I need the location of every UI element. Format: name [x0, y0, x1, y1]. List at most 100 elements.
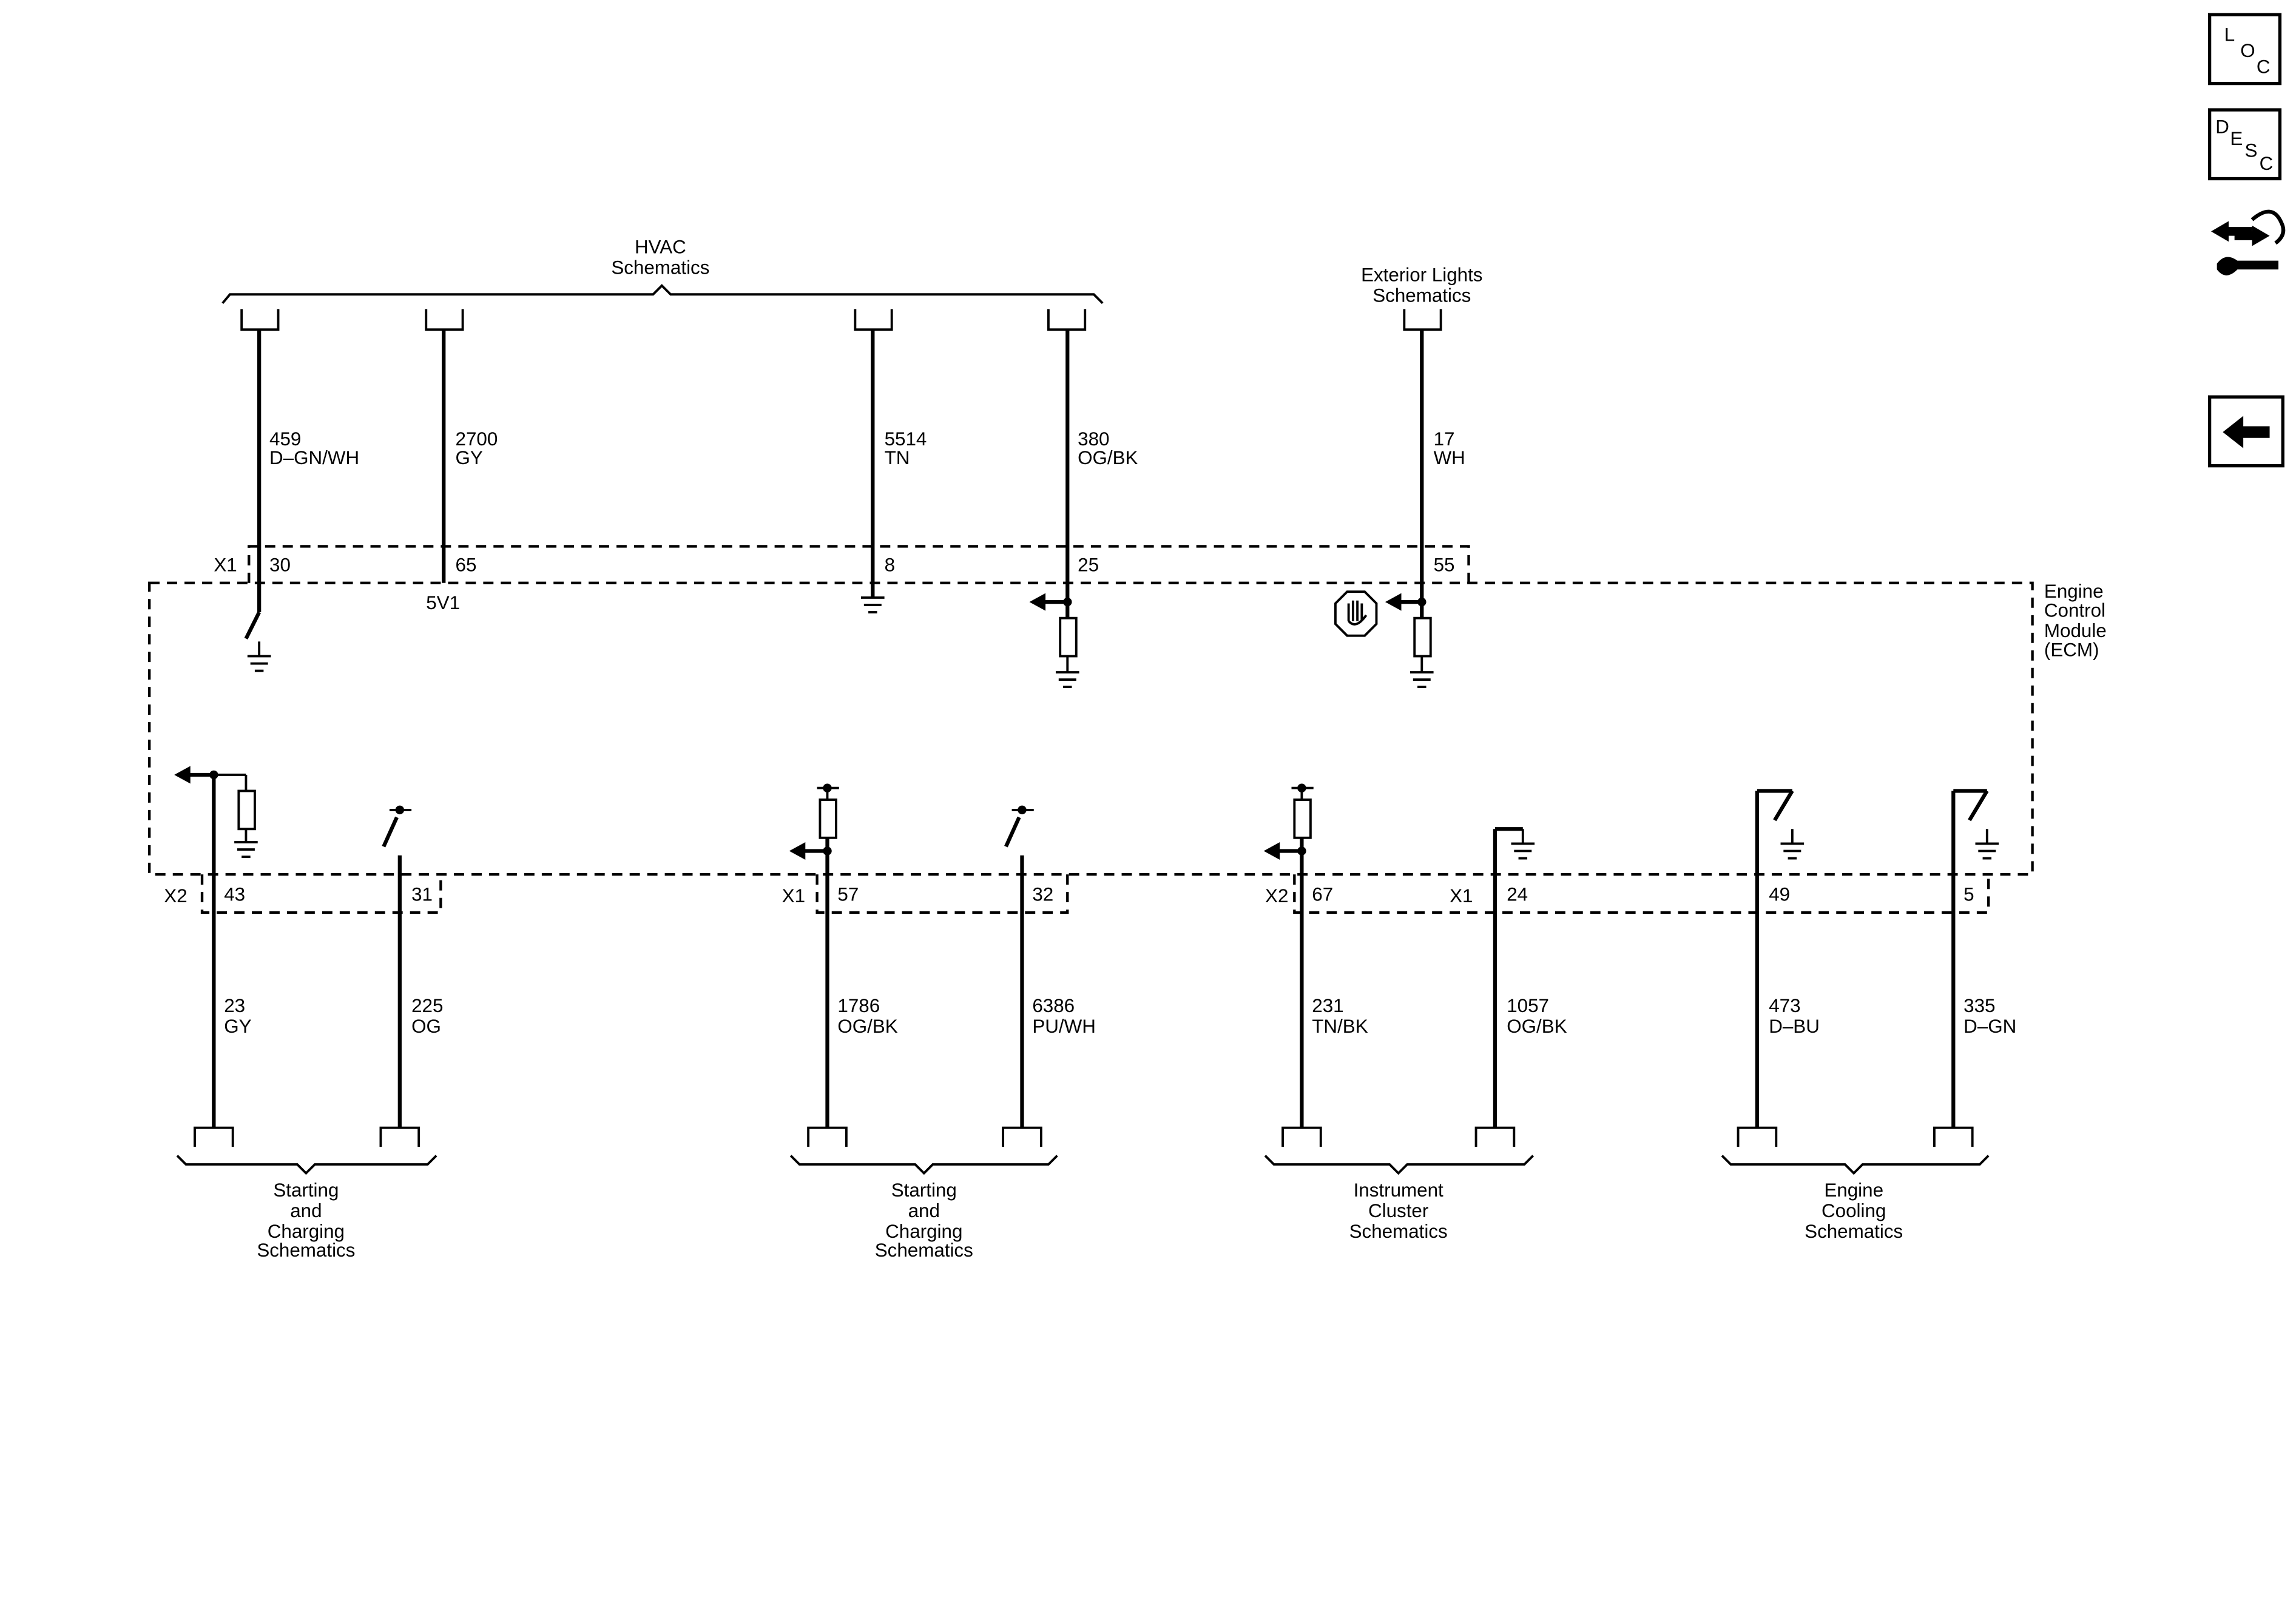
- bottom-wire-57-pin: 57: [837, 884, 859, 905]
- top-connector-x1-label: X1: [214, 554, 237, 575]
- ecm-label-1: Engine: [2044, 581, 2104, 602]
- top-wire-65-color: GY: [456, 447, 483, 468]
- top-wire-25-color: OG/BK: [1078, 447, 1138, 468]
- bottom-connector-x1-label-1: X1: [782, 885, 805, 906]
- esd-stop-hand-icon: [1334, 590, 1378, 637]
- bottom-wire-49-pin: 49: [1769, 884, 1790, 905]
- hvac-group-label-2: Schematics: [611, 257, 709, 278]
- bottom-brace-2: [789, 1155, 1058, 1175]
- ecm-label-3: Module: [2044, 620, 2107, 641]
- bottom-connector-strip-1: [200, 874, 442, 914]
- top-wire-55-color: WH: [1434, 447, 1465, 468]
- desc-label-e: E: [2230, 128, 2243, 149]
- loc-label-c: C: [2257, 56, 2271, 78]
- hvac-brace: [221, 283, 1104, 305]
- top-wire-30-circuit: 459: [269, 428, 301, 450]
- bottom-wire-57-circuit: 1786: [837, 995, 880, 1016]
- bottom-brace-4: [1721, 1155, 1990, 1175]
- exterior-group-label-2: Schematics: [1373, 285, 1471, 306]
- top-wire-8: 5514 TN 8: [854, 309, 927, 613]
- bottom-wire-31-pin: 31: [411, 884, 433, 905]
- top-wire-65: 2700 GY 65 5V1: [425, 309, 498, 613]
- bottom-wire-5-pin: 5: [1963, 884, 1974, 905]
- bottom-connector-x2-label-2: X2: [1265, 885, 1288, 906]
- bottom-wire-67: 67 231 TN/BK: [1263, 783, 1368, 1147]
- bottom-wire-43: 43 23 GY: [174, 766, 258, 1147]
- bottom-wire-43-pin: 43: [224, 884, 245, 905]
- top-wire-25-circuit: 380: [1078, 428, 1109, 450]
- top-wire-30-color: D–GN/WH: [269, 447, 359, 468]
- bottom-connector-strip-2: [815, 874, 1069, 914]
- bottom-wire-5-circuit: 335: [1963, 995, 1995, 1016]
- bottom-wire-32-color: PU/WH: [1032, 1016, 1096, 1037]
- bottom-wire-5-color: D–GN: [1963, 1016, 2016, 1037]
- bottom-wire-31: 31 225 OG: [379, 805, 443, 1147]
- loc-button[interactable]: L O C: [2207, 13, 2282, 86]
- ecm-label-2: Control: [2044, 599, 2105, 621]
- bottom-group-1-line-3: Charging: [268, 1221, 345, 1242]
- back-button[interactable]: [2207, 395, 2284, 468]
- bottom-connector-strip-3: [1293, 874, 1990, 914]
- bottom-wire-67-circuit: 231: [1312, 995, 1343, 1016]
- bottom-wire-49-color: D–BU: [1769, 1016, 1820, 1037]
- bottom-wire-57-color: OG/BK: [837, 1016, 897, 1037]
- top-wire-55: 17 WH 55: [1385, 309, 1465, 689]
- bottom-group-1-line-4: Schematics: [257, 1240, 355, 1261]
- loc-label-o: O: [2240, 40, 2255, 61]
- bottom-brace-3: [1264, 1155, 1535, 1175]
- bottom-group-2-line-2: and: [908, 1200, 940, 1221]
- bottom-group-3-line-3: Schematics: [1349, 1221, 1448, 1242]
- top-wire-8-color: TN: [885, 447, 910, 468]
- bottom-wire-57: 57 1786 OG/BK: [789, 783, 898, 1147]
- top-wire-30: 459 D–GN/WH 30: [240, 309, 359, 672]
- bottom-wire-67-pin: 67: [1312, 884, 1333, 905]
- bottom-wire-32-circuit: 6386: [1032, 995, 1075, 1016]
- desc-label-s: S: [2245, 140, 2258, 161]
- bottom-wire-49-circuit: 473: [1769, 995, 1800, 1016]
- bottom-brace-1: [176, 1155, 437, 1175]
- top-wire-55-circuit: 17: [1434, 428, 1455, 450]
- bottom-group-2-line-3: Charging: [885, 1221, 962, 1242]
- back-arrow-icon: [2223, 416, 2270, 448]
- ecm-label-4: (ECM): [2044, 639, 2099, 660]
- bottom-group-1-line-2: and: [290, 1200, 322, 1221]
- top-wire-8-circuit: 5514: [885, 428, 927, 450]
- top-wire-65-ref: 5V1: [426, 592, 460, 613]
- loc-label-l: L: [2224, 24, 2235, 46]
- bottom-connector-x1-label-2: X1: [1450, 885, 1473, 906]
- bottom-wire-32-pin: 32: [1032, 884, 1053, 905]
- desc-button[interactable]: D E S C: [2207, 108, 2282, 181]
- desc-label-c: C: [2260, 153, 2274, 174]
- bottom-group-2-line-1: Starting: [891, 1180, 957, 1201]
- bottom-wire-24-color: OG/BK: [1507, 1016, 1567, 1037]
- bottom-group-4-line-1: Engine: [1824, 1180, 1883, 1201]
- bottom-wire-24-pin: 24: [1507, 884, 1528, 905]
- connector-tool-icon[interactable]: [2211, 209, 2286, 275]
- bottom-wire-31-circuit: 225: [411, 995, 443, 1016]
- top-wire-8-pin: 8: [885, 554, 895, 575]
- bottom-wire-67-color: TN/BK: [1312, 1016, 1368, 1037]
- bottom-wire-49: 49 473 D–BU: [1737, 789, 1820, 1147]
- top-wire-55-pin: 55: [1434, 554, 1455, 575]
- bottom-wire-43-color: GY: [224, 1016, 251, 1037]
- bottom-wire-32: 32 6386 PU/WH: [1002, 805, 1096, 1147]
- bottom-group-1-line-1: Starting: [273, 1180, 339, 1201]
- bottom-wire-43-circuit: 23: [224, 995, 245, 1016]
- bottom-group-3-line-2: Cluster: [1368, 1200, 1428, 1221]
- bottom-wire-31-color: OG: [411, 1016, 441, 1037]
- bottom-wire-24-circuit: 1057: [1507, 995, 1549, 1016]
- bottom-wire-24: 24 1057 OG/BK: [1474, 827, 1567, 1147]
- bottom-group-2-line-4: Schematics: [875, 1240, 973, 1261]
- top-wire-25: 380 OG/BK 25: [1029, 309, 1138, 689]
- top-connector-x1-outline: [248, 545, 1470, 583]
- top-wire-30-pin: 30: [269, 554, 291, 575]
- bottom-wire-5: 5 335 D–GN: [1933, 789, 2016, 1147]
- top-wire-65-pin: 65: [456, 554, 477, 575]
- bottom-group-4-line-2: Cooling: [1822, 1200, 1886, 1221]
- exterior-group-label-1: Exterior Lights: [1361, 264, 1482, 285]
- bottom-group-3-line-1: Instrument: [1354, 1180, 1443, 1201]
- hvac-group-label-1: HVAC: [635, 237, 686, 258]
- bottom-group-4-line-3: Schematics: [1805, 1221, 1903, 1242]
- desc-label-d: D: [2215, 116, 2229, 138]
